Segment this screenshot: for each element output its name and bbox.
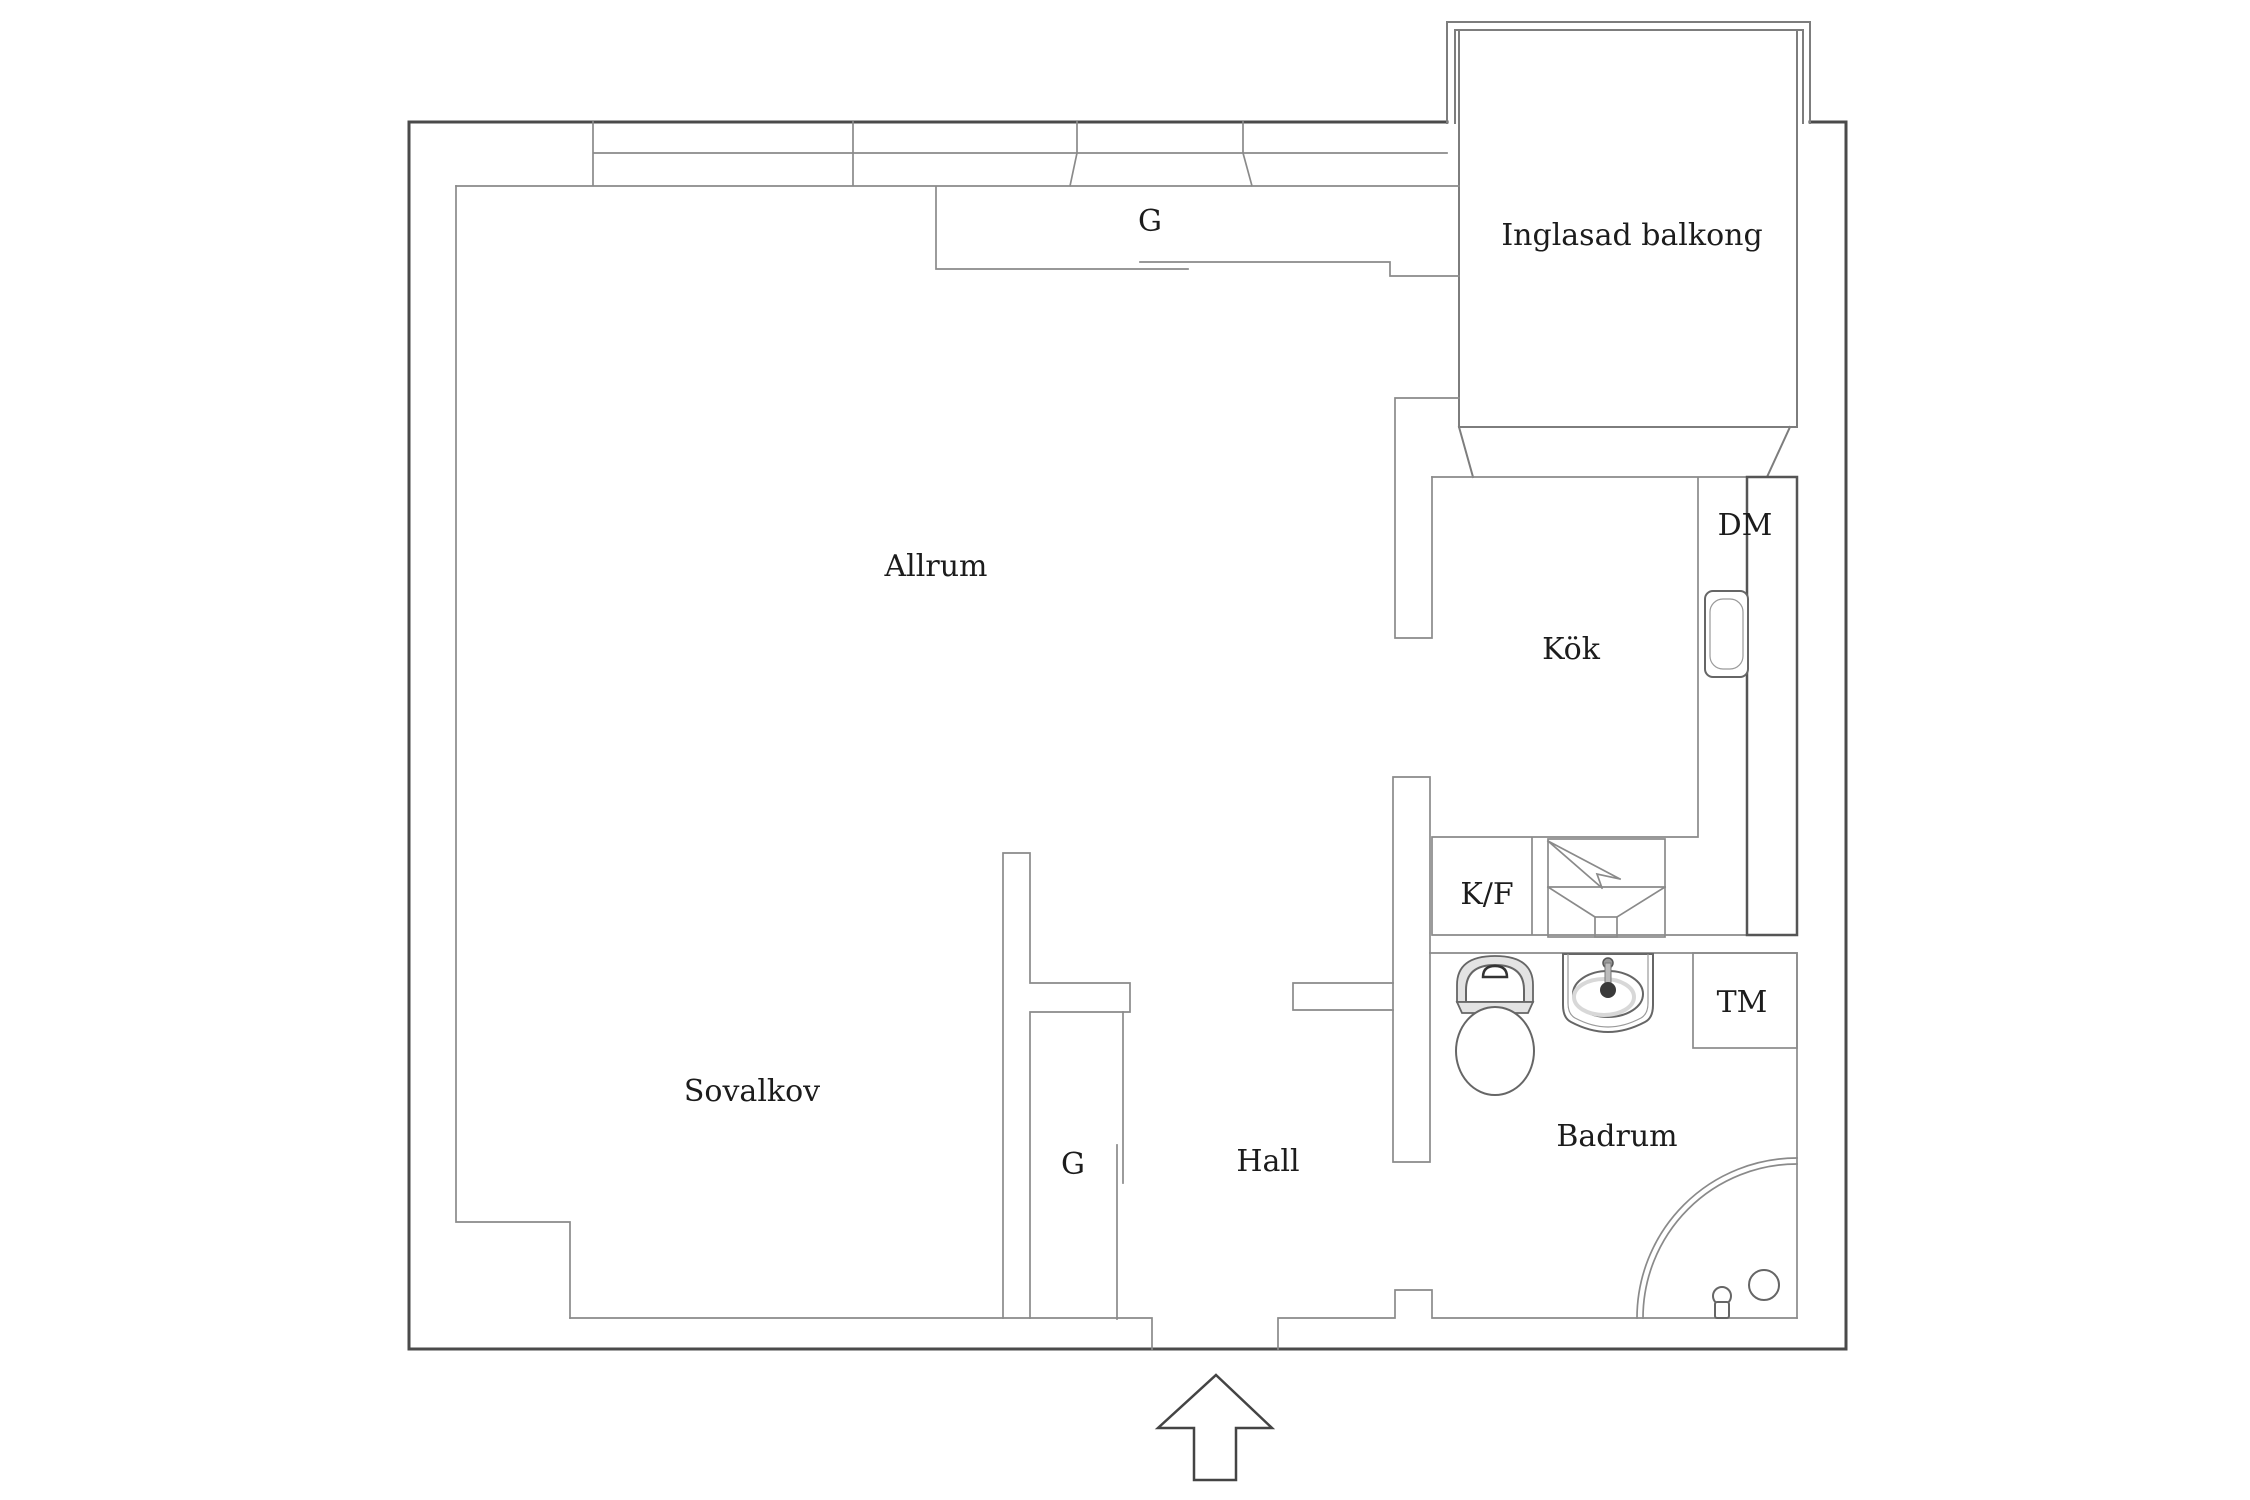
- shower-mixer-base: [1714, 1301, 1730, 1319]
- washing-machine-box: [1692, 952, 1798, 1049]
- balcony-structure: [1446, 21, 1811, 479]
- washbasin: [1562, 953, 1654, 1034]
- wall-segment: [407, 120, 1848, 1351]
- label-fridge-freezer: K/F: [1460, 877, 1513, 912]
- kitchen-sink: [1704, 590, 1749, 678]
- label-washing-machine: TM: [1717, 985, 1768, 1020]
- kitchen-sink-basin: [1709, 598, 1744, 670]
- entrance: [1154, 1373, 1276, 1482]
- kitchen-walls: [1431, 476, 1798, 936]
- washbasin-shadow: [1572, 977, 1636, 1017]
- label-wardrobe-hall: G: [1061, 1147, 1085, 1182]
- outer-walls: [407, 120, 1848, 1351]
- bottom-inner-wall: [569, 1289, 1798, 1350]
- label-sleeping-alcove: Sovalkov: [684, 1074, 820, 1109]
- stove-outlet: [1594, 916, 1618, 938]
- wardrobe-band: [455, 121, 1460, 188]
- alcove-hall-wall: [1002, 852, 1131, 1319]
- entrance-arrow: [1154, 1373, 1276, 1482]
- washbasin-rim: [1567, 954, 1649, 1028]
- label-wardrobe-top: G: [1138, 204, 1162, 239]
- bathroom-stub-wall: [1292, 982, 1394, 1011]
- bathroom-left-wall: [1392, 776, 1431, 1163]
- stove-outline: [1547, 838, 1666, 938]
- label-hall: Hall: [1236, 1144, 1299, 1179]
- balcony-door-threshold: [1457, 425, 1792, 479]
- label-kitchen: Kök: [1542, 632, 1601, 667]
- stove: [1546, 838, 1667, 938]
- stove-fan-arrow: [1546, 839, 1622, 890]
- toilet: [1455, 955, 1535, 1096]
- shower-screen: [1636, 1157, 1798, 1319]
- bathroom-fixtures: [1455, 952, 1798, 1319]
- tall-cabinet-row: [1745, 475, 1799, 937]
- kitchen-fixtures: [1546, 475, 1799, 938]
- stove-funnel: [1546, 885, 1667, 919]
- floor-drain: [1748, 1269, 1780, 1301]
- label-balcony: Inglasad balkong: [1501, 218, 1762, 253]
- balcony-glazing: [1446, 21, 1811, 428]
- living-room-boundary: [455, 185, 571, 1319]
- label-bathroom: Badrum: [1556, 1119, 1677, 1154]
- kitchen-left-wall: [1394, 397, 1460, 639]
- toilet-bowl: [1455, 1006, 1535, 1096]
- faucet-head: [1600, 982, 1616, 998]
- toilet-flush-button: [1481, 964, 1509, 979]
- wardrobe-sliding-doors: [935, 186, 1460, 277]
- hall-wardrobe-sliding-door: [1116, 1011, 1124, 1320]
- shower: [1636, 1157, 1798, 1319]
- interior-walls: [455, 185, 1798, 1350]
- label-dishwasher: DM: [1718, 508, 1773, 543]
- top-wardrobes: [455, 121, 1460, 277]
- room-labels: Inglasad balkong G Allrum Kök DM K/F TM …: [684, 204, 1773, 1182]
- label-living-room: Allrum: [884, 549, 988, 584]
